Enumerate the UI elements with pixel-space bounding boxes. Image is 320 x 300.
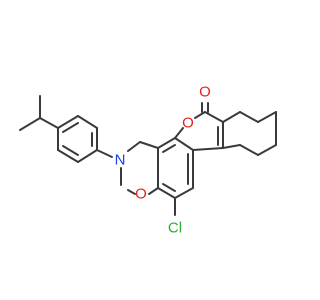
bond bbox=[239, 144, 259, 156]
bond bbox=[174, 127, 184, 139]
bond bbox=[222, 111, 241, 123]
bond bbox=[127, 141, 141, 152]
bond bbox=[174, 137, 194, 151]
bond bbox=[19, 117, 41, 131]
bond bbox=[57, 115, 79, 129]
bond bbox=[139, 141, 159, 149]
nitrogen-atom-label: N bbox=[115, 152, 126, 169]
bond bbox=[222, 144, 241, 149]
chlorine-atom-label: Cl bbox=[168, 220, 182, 237]
bond bbox=[162, 183, 176, 192]
bond bbox=[39, 117, 59, 129]
bond-set bbox=[19, 95, 277, 216]
bond bbox=[174, 187, 194, 199]
bond bbox=[192, 147, 224, 151]
bond bbox=[62, 145, 79, 156]
bond bbox=[148, 187, 159, 195]
bond bbox=[257, 111, 277, 123]
bond bbox=[162, 144, 176, 153]
lactone-oxygen-atom-label: O bbox=[182, 115, 194, 132]
bond bbox=[194, 111, 206, 119]
bond bbox=[157, 137, 176, 149]
molecule-structure-canvas: N O O O Cl bbox=[19, 84, 277, 237]
bond bbox=[96, 149, 113, 158]
bond bbox=[77, 115, 98, 129]
atom-label-set: N O O O Cl bbox=[115, 84, 211, 237]
bond bbox=[239, 111, 259, 123]
molecule-structure-drawing: N O O O Cl bbox=[19, 84, 277, 237]
bond bbox=[57, 149, 79, 163]
bond bbox=[77, 149, 98, 163]
ring-oxygen-atom-label: O bbox=[135, 186, 147, 203]
bond bbox=[62, 122, 79, 133]
bond bbox=[257, 144, 277, 156]
bond bbox=[127, 189, 136, 195]
bond bbox=[204, 111, 224, 123]
carbonyl-oxygen-atom-label: O bbox=[199, 84, 211, 101]
bond bbox=[157, 187, 176, 199]
